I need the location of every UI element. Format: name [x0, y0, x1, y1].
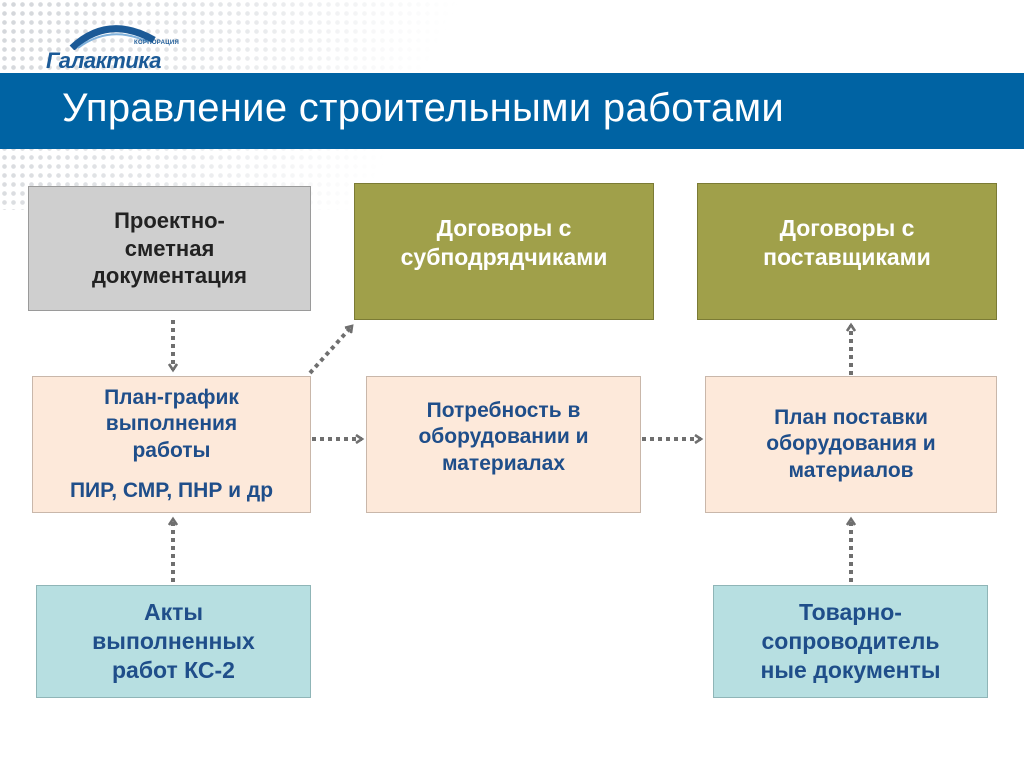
node-design-documentation: Проектно- сметная документация [28, 186, 311, 311]
node-text-line: сметная [124, 235, 215, 261]
node-text-line: работы [132, 438, 211, 462]
slide-title: Управление строительными работами [62, 86, 785, 130]
node-text-line: Договоры с [779, 215, 915, 241]
galaktika-logo: КОРПОРАЦИЯ Галактика [42, 20, 182, 73]
node-text-line: Акты [143, 599, 204, 626]
node-text-line: План поставки [774, 406, 928, 430]
arrow-schedule-to-subcontracts [308, 326, 352, 375]
node-text-line: субподрядчиками [400, 243, 608, 270]
node-work-schedule: План-график выполнения работы ПИР, СМР, … [32, 376, 311, 513]
node-completion-acts: Акты выполненных работ КС-2 [36, 585, 311, 698]
node-text-line: поставщиками [763, 243, 931, 270]
node-text-line: ные документы [760, 656, 941, 683]
node-shipping-documents: Товарно- сопроводитель ные документы [713, 585, 988, 698]
logo-arc-icon [69, 25, 156, 50]
node-text-line: выполненных [92, 628, 255, 655]
node-text-line: оборудования и [766, 432, 936, 456]
node-text-line: сопроводитель [761, 628, 940, 655]
node-text-line: документация [91, 263, 248, 289]
node-text-line: Договоры с [436, 215, 572, 241]
node-text-line: материалах [441, 451, 566, 475]
node-text-line: материалов [788, 458, 914, 482]
node-text-line: Проектно- [114, 208, 225, 234]
node-subtitle: ПИР, СМР, ПНР и др [69, 478, 274, 502]
node-subcontractor-contracts: Договоры с субподрядчиками [354, 183, 654, 320]
node-supply-plan: План поставки оборудования и материалов [705, 376, 997, 513]
title-band [0, 73, 1024, 149]
node-text-line: Потребность в [426, 399, 581, 422]
node-text-line: План-график [104, 386, 239, 409]
node-supplier-contracts: Договоры с поставщиками [697, 183, 997, 320]
logo-corporation-label: КОРПОРАЦИЯ [134, 40, 180, 46]
node-equipment-requirements: Потребность в оборудовании и материалах [366, 376, 641, 513]
node-text-line: Товарно- [799, 599, 902, 626]
logo-name: Галактика [46, 48, 161, 73]
node-text-line: работ КС-2 [112, 656, 235, 683]
node-text-line: выполнения [105, 412, 238, 436]
node-text-line: оборудовании и [418, 425, 589, 449]
